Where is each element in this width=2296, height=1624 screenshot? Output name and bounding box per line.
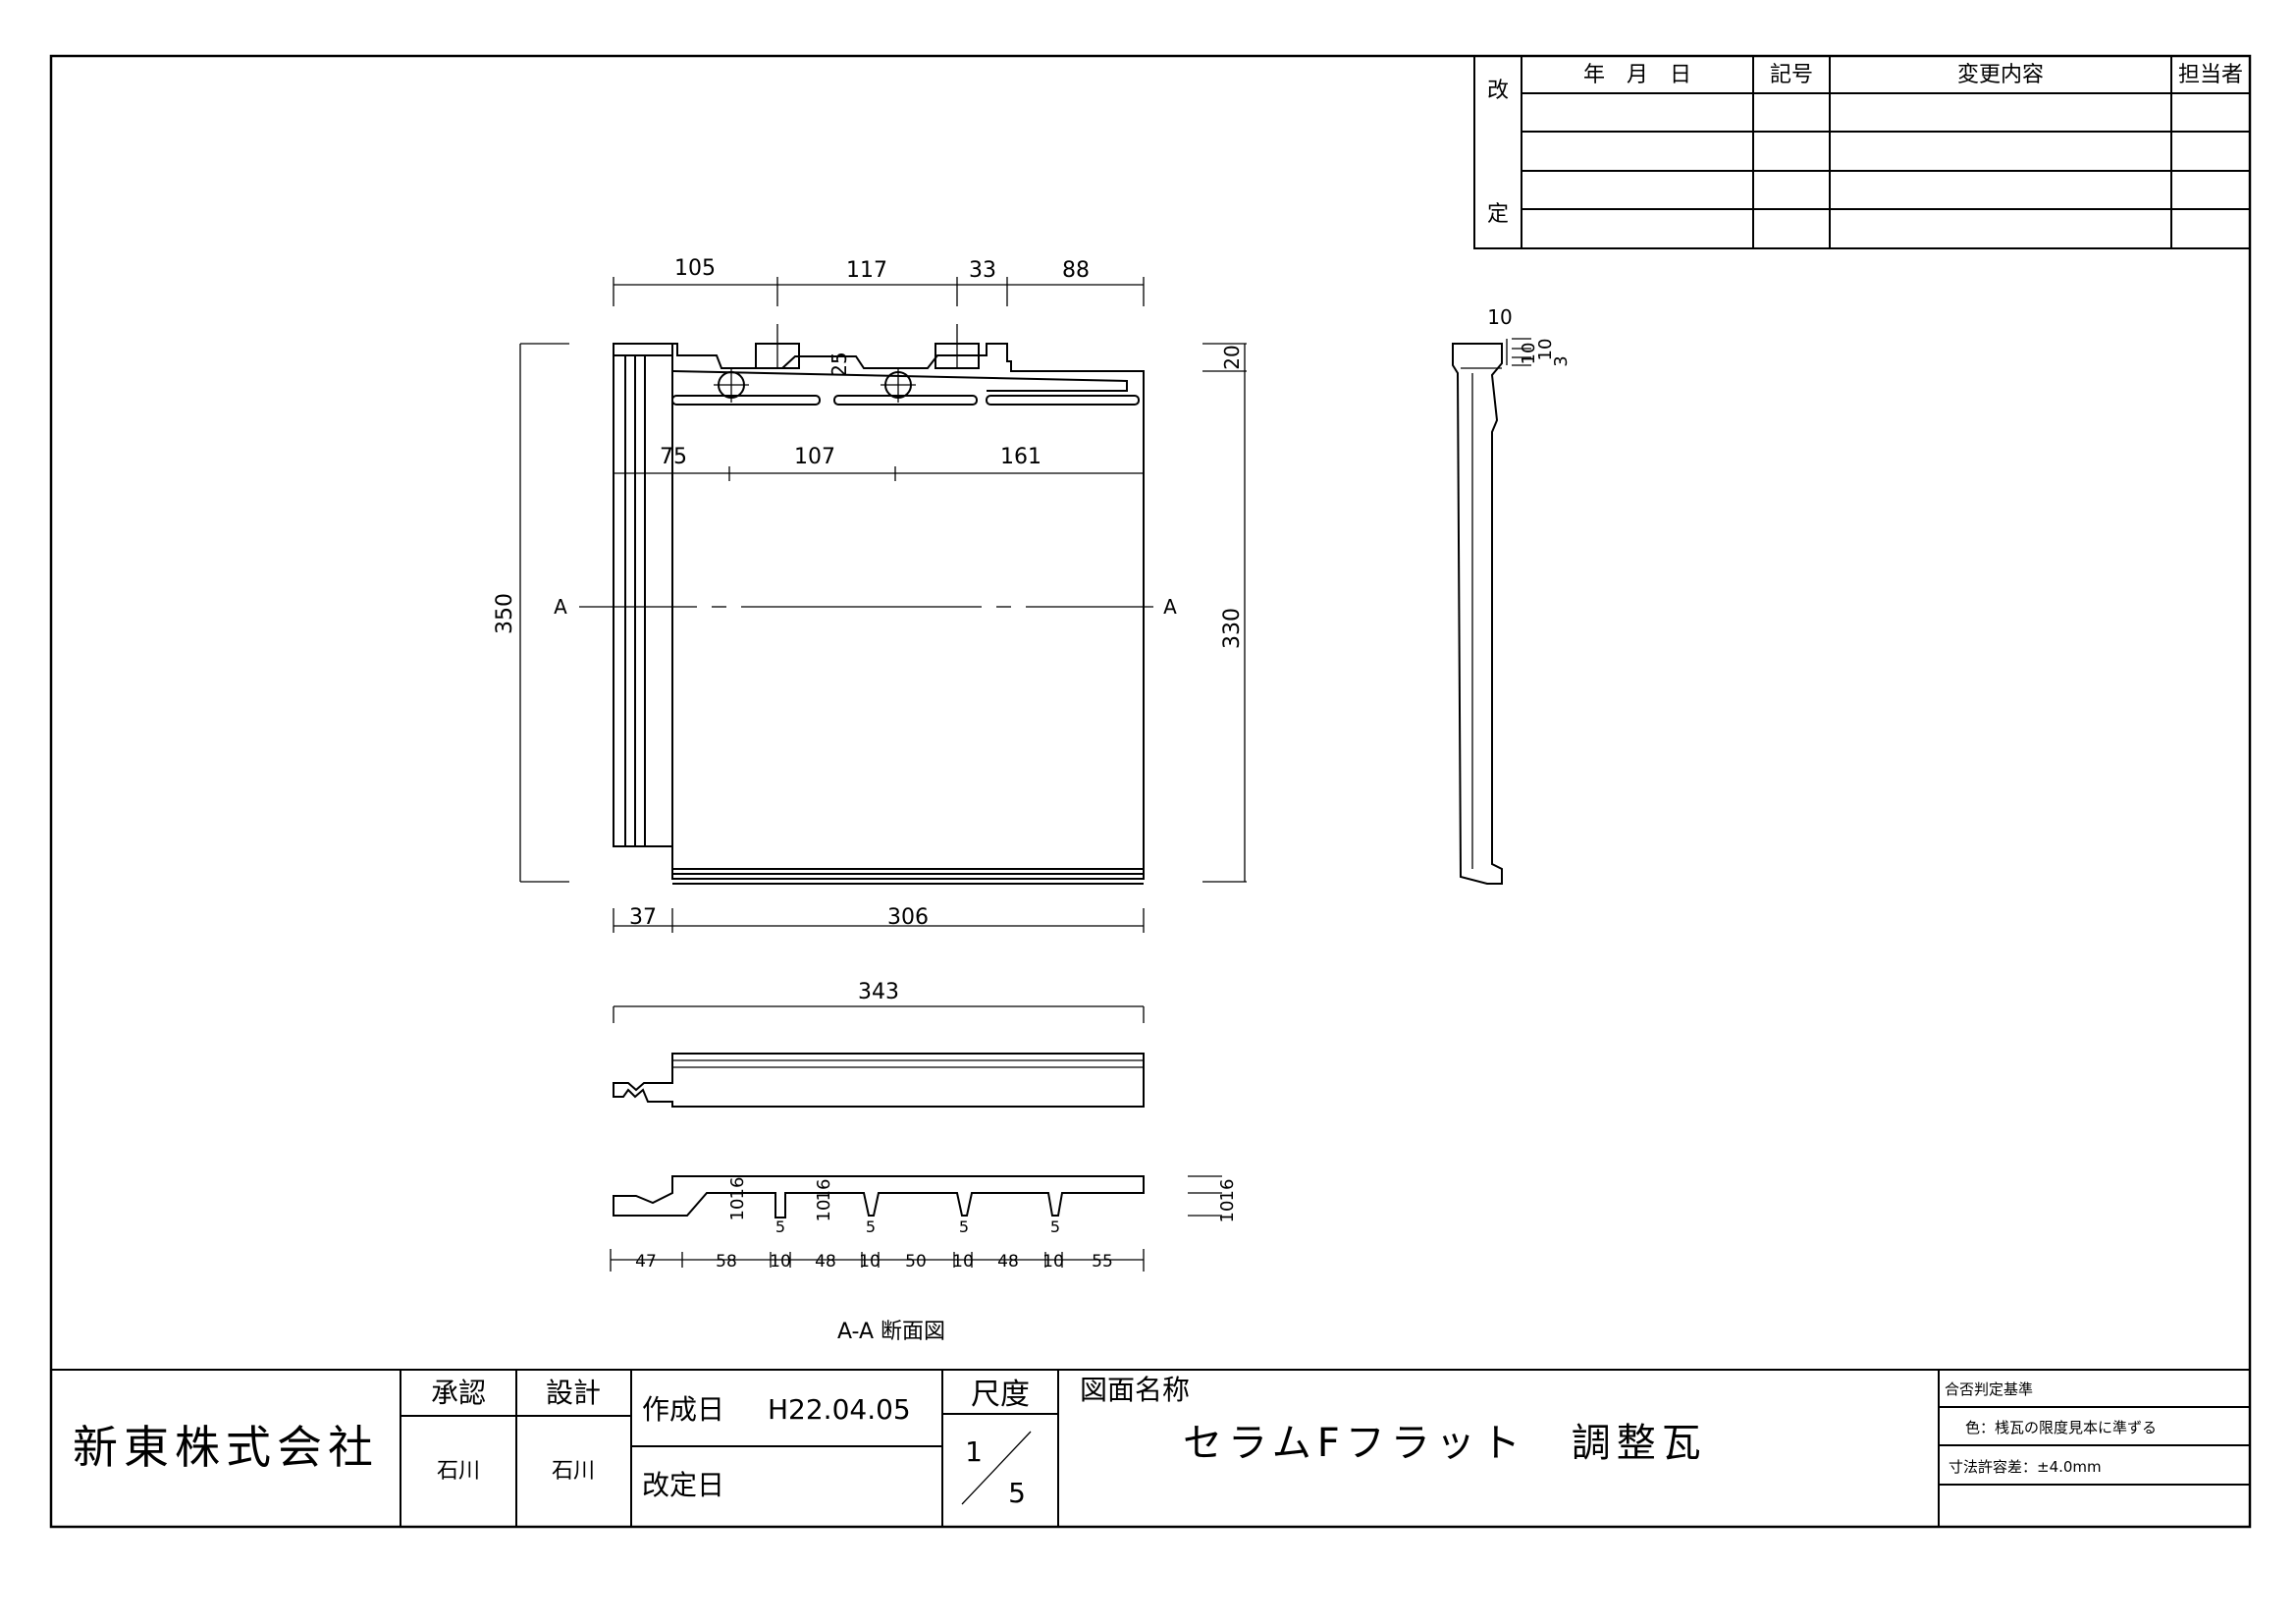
plan-top-dim-2: 117 — [846, 258, 887, 283]
side-dim-3: 10 — [1535, 339, 1556, 361]
section-view: 10 16 16 10 16 10 5 5 5 5 47 58 10 48 10… — [610, 1175, 1238, 1344]
title-block: 新東株式会社 承認 設計 石川 石川 作成日 H22.04.05 改定日 尺度 … — [51, 1369, 2250, 1527]
section-groove-3: 5 — [959, 1218, 969, 1236]
section-vdim-3: 16 — [814, 1179, 834, 1202]
designer-name: 石川 — [552, 1459, 595, 1484]
side-dim-2: 10 — [1519, 343, 1539, 365]
plan-section-mark-left: A — [554, 595, 567, 619]
plan-right-top-dim: 20 — [1220, 345, 1244, 369]
section-vdim-4: 10 — [814, 1200, 834, 1222]
approval-label: 承認 — [431, 1377, 486, 1409]
scale-denominator: 5 — [1008, 1477, 1026, 1509]
section-bdim-9: 10 — [1042, 1252, 1064, 1272]
revision-header-content: 変更内容 — [1957, 63, 2044, 87]
revision-side-label-kai: 改 — [1487, 79, 1509, 103]
front-overall-width: 343 — [858, 980, 899, 1004]
revision-header-person: 担当者 — [2178, 63, 2243, 87]
plan-top-dim-1: 105 — [674, 256, 716, 281]
plan-bottom-dim-2: 306 — [887, 905, 929, 930]
plan-top-dim-3: 33 — [969, 258, 996, 283]
company-name: 新東株式会社 — [73, 1421, 379, 1474]
created-label: 作成日 — [642, 1393, 724, 1426]
drawing-name: セラムFフラット 調整瓦 — [1183, 1421, 1707, 1466]
section-bdim-7: 10 — [952, 1252, 974, 1272]
section-bdim-8: 48 — [997, 1252, 1019, 1272]
side-dim-1: 10 — [1487, 305, 1512, 329]
plan-inner-dim-2: 107 — [794, 445, 835, 469]
front-view: 343 — [613, 980, 1145, 1108]
revised-label: 改定日 — [642, 1469, 724, 1501]
plan-height-right: 330 — [1220, 608, 1245, 649]
section-vdim-2: 16 — [727, 1177, 748, 1200]
scale-label: 尺度 — [971, 1378, 1030, 1412]
section-groove-4: 5 — [1050, 1218, 1060, 1236]
drawing-frame — [49, 54, 2252, 1529]
section-caption: A-A 断面図 — [837, 1320, 945, 1344]
approver-name: 石川 — [437, 1459, 480, 1484]
created-date: H22.04.05 — [768, 1393, 911, 1426]
plan-view: 105 117 33 88 25 — [493, 256, 1247, 933]
criteria-color: 色：桟瓦の限度見本に準ずる — [1965, 1419, 2157, 1436]
criteria-title: 合否判定基準 — [1945, 1380, 2033, 1398]
scale-numerator: 1 — [965, 1435, 983, 1468]
plan-inner-dim-1: 75 — [660, 445, 687, 469]
plan-section-mark-right: A — [1163, 595, 1177, 619]
design-label: 設計 — [546, 1377, 601, 1409]
section-bdim-3: 10 — [770, 1252, 791, 1272]
section-bdim-5: 10 — [859, 1252, 881, 1272]
section-bdim-10: 55 — [1092, 1252, 1113, 1272]
section-bdim-1: 47 — [635, 1252, 657, 1272]
revision-header-symbol: 記号 — [1770, 63, 1813, 87]
plan-height-overall: 350 — [493, 593, 517, 634]
revision-side-label-tei: 定 — [1487, 202, 1509, 227]
section-groove-2: 5 — [866, 1218, 876, 1236]
plan-bottom-dim-1: 37 — [629, 905, 657, 930]
plan-inner-dim-3: 161 — [1000, 445, 1041, 469]
section-vdim-1: 10 — [727, 1199, 748, 1221]
plan-slot-dim: 25 — [828, 352, 851, 376]
section-bdim-4: 48 — [815, 1252, 836, 1272]
section-groove-1: 5 — [775, 1218, 785, 1236]
side-dim-4: 3 — [1551, 355, 1572, 366]
side-view: 10 10 10 3 — [1452, 305, 1572, 885]
revision-header-date: 年 月 日 — [1583, 63, 1691, 87]
plan-top-dim-4: 88 — [1062, 258, 1090, 283]
section-bdim-2: 58 — [716, 1252, 737, 1272]
section-vdim-6: 10 — [1217, 1201, 1238, 1223]
revision-table: 改 定 年 月 日 記号 変更内容 担当者 — [1473, 55, 2251, 249]
criteria-tolerance: 寸法許容差：±4.0mm — [1949, 1458, 2102, 1476]
drawing-name-label: 図面名称 — [1080, 1374, 1190, 1406]
section-bdim-6: 50 — [905, 1252, 927, 1272]
section-vdim-5: 16 — [1217, 1179, 1238, 1202]
